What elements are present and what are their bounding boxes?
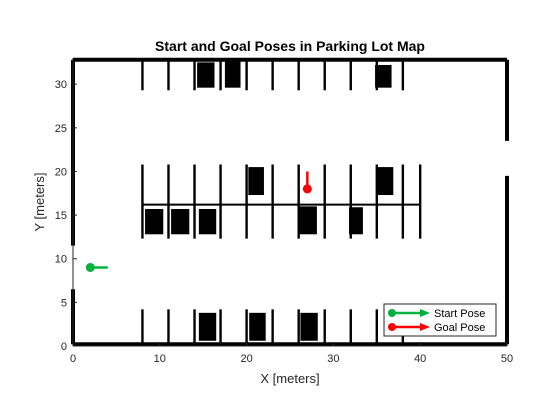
map-parked-car [224,59,241,88]
map-parked-car [300,312,318,341]
y-tick-label: 30 [55,79,67,91]
legend-marker [388,309,396,317]
map-parked-car [197,62,215,88]
pose-marker [85,262,95,272]
x-axis-label: X [meters] [260,371,319,386]
legend-marker [388,323,396,331]
legend-label: Start Pose [434,308,485,320]
x-tick-label: 50 [501,353,513,365]
map-parked-car [198,312,217,341]
map-parked-car [376,167,394,196]
map-parked-car [248,167,264,196]
x-tick-label: 40 [414,353,426,365]
x-tick-label: 0 [70,353,76,365]
chart-title: Start and Goal Poses in Parking Lot Map [155,38,425,54]
legend-arrowhead [420,323,430,331]
legend-arrowhead [420,309,430,317]
y-tick-label: 5 [61,297,67,309]
x-tick-label: 20 [240,353,252,365]
map-parked-car [299,206,317,235]
y-axis-label: Y [meters] [32,172,47,231]
y-tick-label: 15 [55,210,67,222]
x-tick-label: 30 [327,353,339,365]
map-parked-car [375,64,392,88]
y-tick-label: 20 [55,166,67,178]
x-tick-label: 10 [154,353,166,365]
map-parked-car [171,208,190,235]
map-parked-car [145,208,164,235]
map-parked-car [249,312,266,341]
y-tick-label: 0 [61,341,67,353]
occupancy-map [71,57,509,347]
map-free-area [73,58,507,346]
legend-box [383,303,497,337]
map-parked-car [198,208,217,235]
pose-marker [302,184,312,194]
pose-markers [85,171,312,272]
map-parked-car [349,207,363,235]
axes: 0 10 20 30 40 50 0 5 10 15 20 25 30 [55,58,513,365]
y-tick-label: 25 [55,123,67,135]
y-tick-label: 10 [55,254,67,266]
legend-label: Goal Pose [434,322,485,334]
